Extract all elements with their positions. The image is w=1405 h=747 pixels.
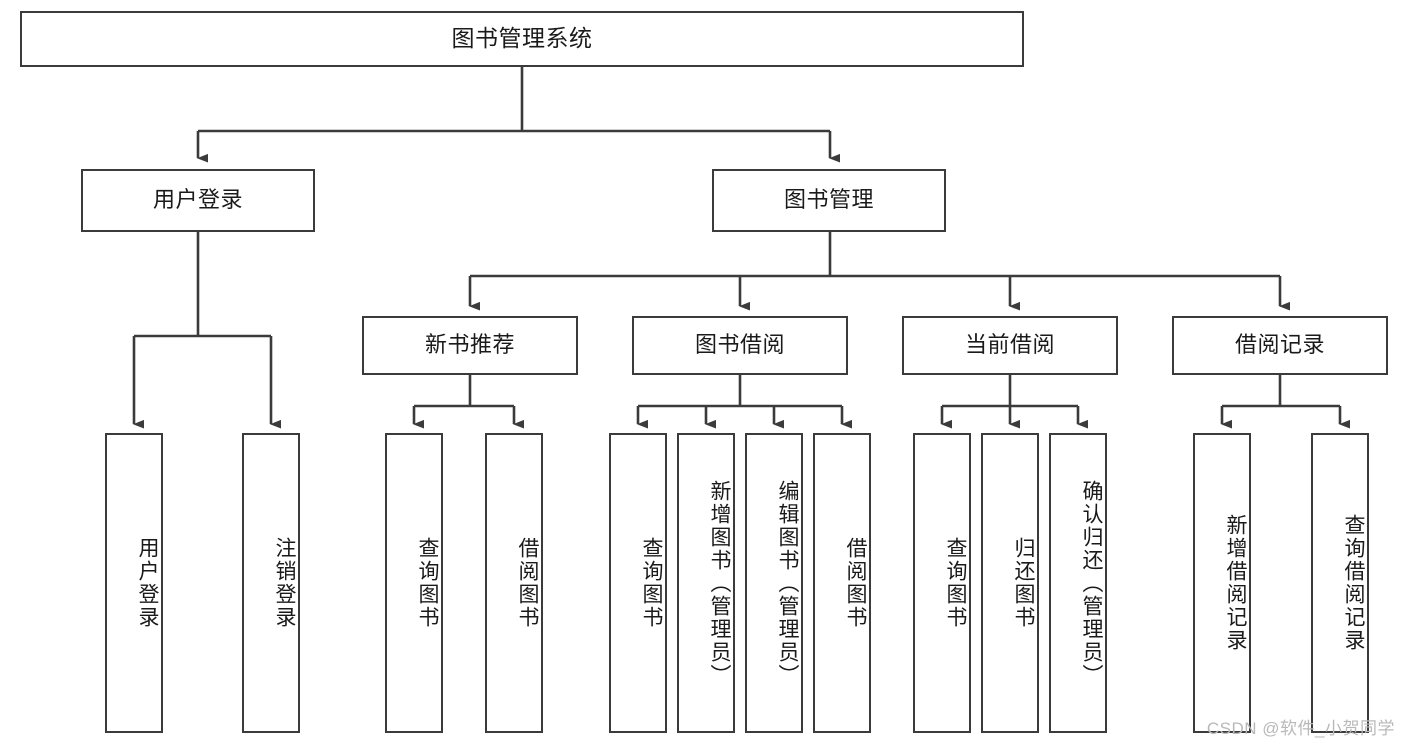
leaf-user-login[interactable]: 用户登录 (105, 433, 163, 733)
leaf-query-book-borrow[interactable]: 查询图书 (609, 433, 667, 733)
leaf-query-borrow-record[interactable]: 查询借阅记录 (1311, 433, 1369, 733)
node-label: 借阅图书 (844, 537, 867, 629)
node-label: 图书借阅 (694, 332, 785, 358)
node-label: 查询图书 (416, 537, 439, 629)
node-label: 借阅图书 (516, 537, 539, 629)
node-root-system[interactable]: 图书管理系统 (20, 11, 1024, 67)
node-label: 新书推荐 (424, 332, 515, 358)
node-label: 查询借阅记录 (1342, 514, 1365, 652)
leaf-return-book[interactable]: 归还图书 (981, 433, 1039, 733)
node-label: 用户登录 (152, 187, 243, 213)
watermark: CSDN @软件_小贺同学 (1206, 719, 1395, 738)
node-label: 查询图书 (640, 537, 663, 629)
node-label: 注销登录 (273, 537, 296, 629)
node-label: 新增借阅记录 (1224, 514, 1247, 652)
node-label: 确认归还（管理员） (1080, 479, 1103, 687)
node-label: 归还图书 (1012, 537, 1035, 629)
node-label: 图书管理 (783, 187, 874, 213)
leaf-add-book[interactable]: 新增图书（管理员） (677, 433, 735, 733)
leaf-query-book-current[interactable]: 查询图书 (913, 433, 971, 733)
node-label: 当前借阅 (964, 332, 1055, 358)
leaf-borrow-book[interactable]: 借阅图书 (813, 433, 871, 733)
node-label: 借阅记录 (1234, 332, 1325, 358)
node-user-login[interactable]: 用户登录 (81, 169, 315, 232)
leaf-add-borrow-record[interactable]: 新增借阅记录 (1193, 433, 1251, 733)
leaf-logout-login[interactable]: 注销登录 (242, 433, 300, 733)
node-label: 用户登录 (136, 537, 159, 629)
node-label: 新增图书（管理员） (708, 479, 731, 687)
node-borrow-record[interactable]: 借阅记录 (1172, 316, 1388, 375)
leaf-edit-book[interactable]: 编辑图书（管理员） (745, 433, 803, 733)
node-new-book-recommend[interactable]: 新书推荐 (362, 316, 578, 375)
node-current-borrow[interactable]: 当前借阅 (902, 316, 1118, 375)
node-label: 编辑图书（管理员） (776, 479, 799, 687)
node-book-borrow[interactable]: 图书借阅 (632, 316, 848, 375)
node-label: 图书管理系统 (451, 25, 593, 52)
node-label: 查询图书 (944, 537, 967, 629)
node-book-manage[interactable]: 图书管理 (712, 169, 946, 232)
leaf-query-book-recommend[interactable]: 查询图书 (385, 433, 443, 733)
leaf-borrow-book-recommend[interactable]: 借阅图书 (485, 433, 543, 733)
leaf-confirm-return[interactable]: 确认归还（管理员） (1049, 433, 1107, 733)
